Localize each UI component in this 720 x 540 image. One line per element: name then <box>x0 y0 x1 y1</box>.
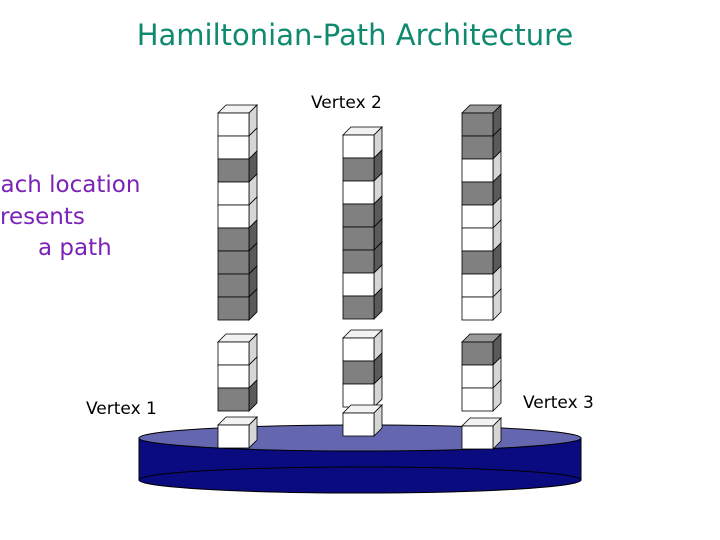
col-3-stack-2-block-3 <box>461 387 494 412</box>
col-1-stack-1-block-1 <box>217 112 250 137</box>
col-2-stack-2-block-3 <box>342 383 375 408</box>
col-3-stack-2-block-1 <box>461 341 494 366</box>
col-1-stack-2-block-2 <box>217 364 250 389</box>
slide-title: Hamiltonian-Path Architecture <box>136 18 574 52</box>
col-3-stack-2-block-2 <box>461 364 494 389</box>
col-1-stack-1-block-2 <box>217 135 250 160</box>
col-3-stack-1-block-5 <box>461 204 494 229</box>
col-2-stack-1-block-5 <box>342 226 375 251</box>
col-2-stack-1-block-3 <box>342 180 375 205</box>
col-3-stack-1-block-1 <box>461 112 494 137</box>
vertex-3-label: Vertex 3 <box>523 393 594 413</box>
col-3-stack-1-block-6 <box>461 227 494 252</box>
note-line-1: Each location <box>0 172 141 198</box>
col-3-stack-1-block-7 <box>461 250 494 275</box>
col-2-stack-1-block-2 <box>342 157 375 182</box>
col-3-stack-1-block-4 <box>461 181 494 206</box>
path-note: Each location resents a path <box>0 170 226 265</box>
vertex-2-label: Vertex 2 <box>311 93 382 113</box>
col-2-stack-1-block-6 <box>342 249 375 274</box>
note-line-2: resents <box>0 203 85 230</box>
col-1-stack-3-block-1 <box>217 424 250 449</box>
col-1-stack-1-block-8 <box>217 273 250 298</box>
col-3-stack-1-block-3 <box>461 158 494 183</box>
col-3-stack-1-block-9 <box>461 296 494 321</box>
col-2-stack-1-block-4 <box>342 203 375 228</box>
col-1-stack-1-block-9 <box>217 296 250 321</box>
col-2-stack-1-block-8 <box>342 295 375 320</box>
vertex-1-label: Vertex 1 <box>86 399 157 419</box>
col-3-stack-1-block-8 <box>461 273 494 298</box>
col-2-stack-1-block-7 <box>342 272 375 297</box>
platform-bottom <box>138 466 582 494</box>
col-1-stack-2-block-1 <box>217 341 250 366</box>
col-2-stack-1-block-1 <box>342 134 375 159</box>
col-2-stack-2-block-2 <box>342 360 375 385</box>
col-2-stack-2-block-1 <box>342 337 375 362</box>
col-3-stack-1-block-2 <box>461 135 494 160</box>
note-line-3: a path <box>38 235 112 262</box>
col-1-stack-2-block-3 <box>217 387 250 412</box>
col-2-stack-3-block-1 <box>342 412 375 437</box>
col-3-stack-3-block-1 <box>461 425 494 450</box>
